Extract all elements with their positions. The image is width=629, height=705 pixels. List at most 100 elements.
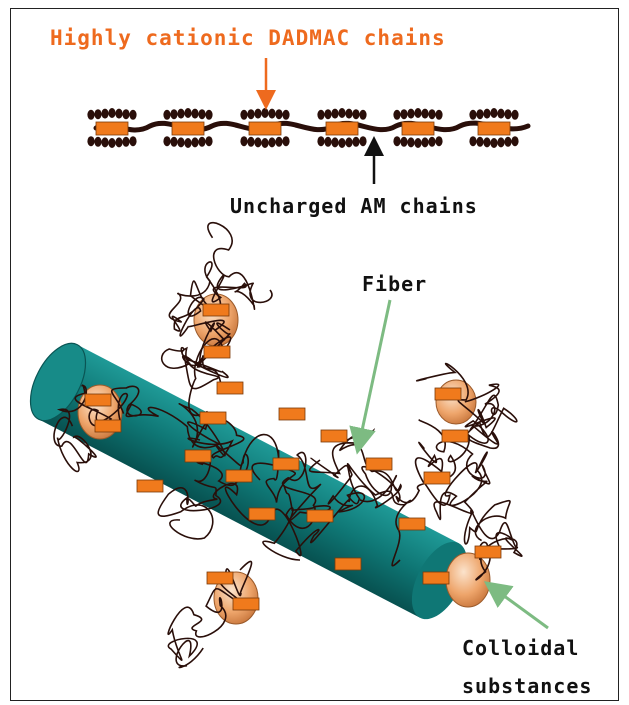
charge-bead (469, 136, 476, 146)
charge-bead (345, 109, 352, 119)
charge-bead (184, 108, 191, 118)
charge-bead (393, 110, 400, 120)
colloid-label-line1: Colloidal (462, 636, 579, 660)
charge-bead (331, 109, 338, 119)
colloid-label-line2: substances (462, 674, 592, 698)
cationic-block (249, 122, 281, 135)
cationic-block (424, 472, 450, 484)
charge-bead (435, 136, 442, 146)
cationic-block (326, 122, 358, 135)
charge-bead (497, 137, 504, 147)
charge-bead (122, 109, 129, 119)
charge-bead (101, 137, 108, 147)
charge-bead (435, 110, 442, 120)
cationic-block (279, 408, 305, 420)
cationic-block (200, 412, 226, 424)
charge-bead (345, 137, 352, 147)
cationic-block (402, 122, 434, 135)
charge-bead (268, 137, 275, 147)
charge-bead (177, 109, 184, 119)
cationic-block (249, 508, 275, 520)
charge-bead (504, 109, 511, 119)
charge-bead (268, 109, 275, 119)
charge-bead (352, 137, 359, 147)
charge-bead (282, 110, 289, 120)
charge-bead (421, 109, 428, 119)
charge-bead (352, 109, 359, 119)
fiber-arrow (360, 300, 390, 440)
charge-bead (338, 108, 345, 118)
charge-bead (254, 137, 261, 147)
charge-bead (421, 137, 428, 147)
charge-bead (115, 109, 122, 119)
charge-bead (254, 109, 261, 119)
cationic-block (203, 304, 229, 316)
cationic-block (435, 388, 461, 400)
charge-bead (129, 136, 136, 146)
charge-bead (275, 109, 282, 119)
charge-bead (198, 137, 205, 147)
charge-bead (247, 109, 254, 119)
charge-bead (324, 109, 331, 119)
charge-bead (338, 138, 345, 148)
charge-bead (407, 109, 414, 119)
charge-bead (205, 110, 212, 120)
charge-bead (247, 137, 254, 147)
charge-bead (497, 109, 504, 119)
cationic-block (172, 122, 204, 135)
cationic-block (366, 458, 392, 470)
cationic-block (423, 572, 449, 584)
charge-bead (393, 136, 400, 146)
cationic-block (233, 598, 259, 610)
cationic-block (478, 122, 510, 135)
cationic-block (442, 430, 468, 442)
charge-bead (191, 137, 198, 147)
charge-bead (261, 138, 268, 148)
charge-bead (87, 136, 94, 146)
charge-bead (163, 110, 170, 120)
charge-bead (122, 137, 129, 147)
charge-bead (359, 110, 366, 120)
cationic-block (217, 382, 243, 394)
cationic-block (85, 394, 111, 406)
charge-bead (108, 108, 115, 118)
cationic-block (137, 480, 163, 492)
fiber-label: Fiber (362, 272, 427, 296)
charge-bead (476, 109, 483, 119)
charge-bead (198, 109, 205, 119)
cationic-block (95, 420, 121, 432)
charge-bead (282, 136, 289, 146)
colloid-arrow (496, 590, 548, 628)
charge-bead (101, 109, 108, 119)
charge-bead (490, 108, 497, 118)
charge-bead (359, 136, 366, 146)
cationic-block (207, 572, 233, 584)
dadmac-label: Highly cationic DADMAC chains (50, 26, 446, 50)
cationic-block (96, 122, 128, 135)
charge-bead (240, 110, 247, 120)
cationic-block (226, 470, 252, 482)
charge-bead (414, 138, 421, 148)
charge-bead (511, 136, 518, 146)
charge-bead (414, 108, 421, 118)
colloid-particle (436, 380, 476, 424)
charge-bead (400, 137, 407, 147)
charge-bead (205, 136, 212, 146)
charge-bead (324, 137, 331, 147)
charge-bead (504, 137, 511, 147)
charge-bead (469, 110, 476, 120)
charge-bead (483, 109, 490, 119)
charge-bead (115, 137, 122, 147)
charge-bead (428, 137, 435, 147)
charge-bead (163, 136, 170, 146)
am-label: Uncharged AM chains (230, 194, 478, 218)
charge-bead (317, 110, 324, 120)
charge-bead (240, 136, 247, 146)
charge-bead (177, 137, 184, 147)
charge-bead (407, 137, 414, 147)
charge-bead (94, 137, 101, 147)
copolymer-chain (96, 123, 528, 130)
charge-bead (483, 137, 490, 147)
cationic-block (399, 518, 425, 530)
